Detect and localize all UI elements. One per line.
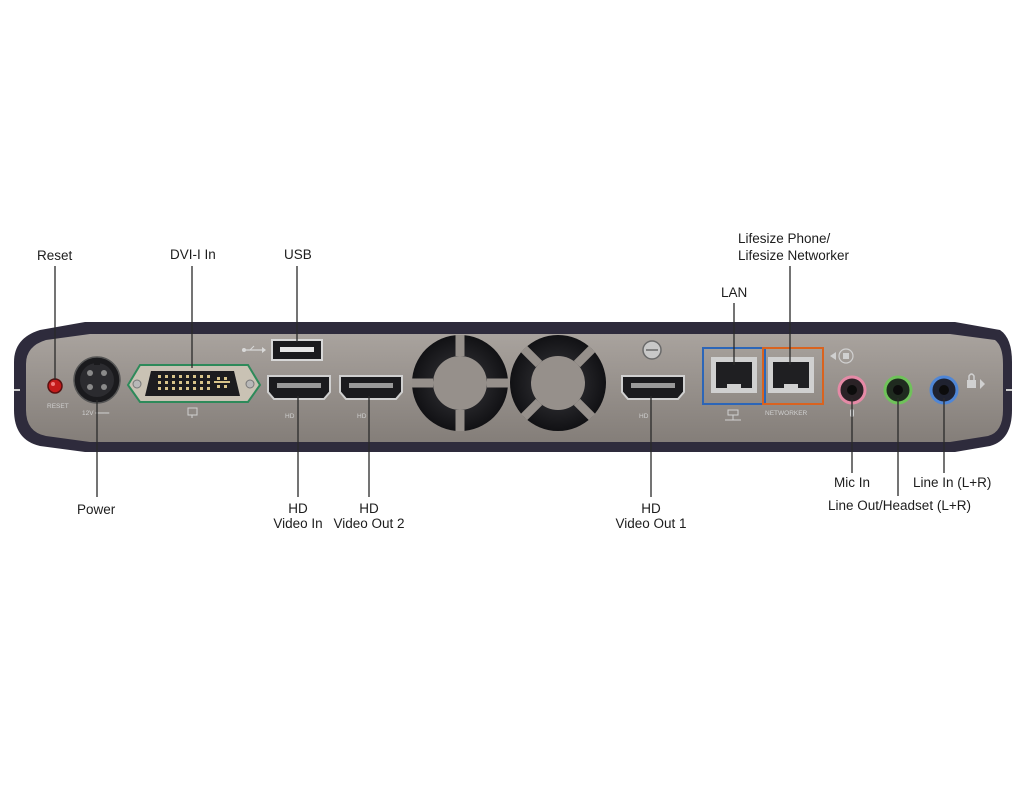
usb-icon [242, 345, 266, 353]
label-lifesize-phone: Lifesize Phone/ [738, 231, 831, 246]
cooling-fan-left [412, 335, 508, 431]
label-line-out-headset: Line Out/Headset (L+R) [828, 498, 971, 513]
dvi-port[interactable] [126, 364, 262, 403]
label-lan: LAN [721, 285, 748, 300]
reset-button[interactable] [47, 378, 63, 394]
label-hd-video-out-1-line1: HD [641, 501, 661, 516]
network-icon [725, 409, 741, 421]
label-hd-video-out-2-line2: Video Out 2 [333, 516, 405, 531]
lock-icon [967, 373, 985, 389]
hdmi-port-video-in[interactable] [267, 375, 331, 400]
callout-leaders [54, 266, 945, 497]
label-hd-video-in-line1: HD [288, 501, 308, 516]
hdmi-in-mark: HD [285, 413, 295, 420]
label-hd-video-out-2-line1: HD [359, 501, 379, 516]
label-reset: Reset [37, 248, 73, 263]
label-dvi-in: DVI-I In [170, 247, 216, 262]
cooling-fan-right [510, 335, 606, 431]
hdmi-out2-mark: HD [357, 413, 367, 420]
power-port[interactable] [73, 356, 121, 404]
label-lifesize-networker: Lifesize Networker [738, 248, 850, 263]
label-line-in: Line In (L+R) [913, 475, 992, 490]
display-icon [187, 407, 198, 418]
hdmi-out1-mark: HD [639, 413, 649, 420]
reset-mark: RESET [47, 403, 69, 410]
hdmi-port-video-out-1[interactable] [621, 375, 685, 400]
usb-port[interactable] [271, 339, 323, 361]
hdmi-port-video-out-2[interactable] [339, 375, 403, 400]
label-hd-video-out-1-line2: Video Out 1 [615, 516, 687, 531]
networker-mark: NETWORKER [765, 410, 808, 417]
label-mic-in: Mic In [834, 475, 871, 490]
line-out-jack[interactable] [883, 375, 913, 405]
label-power: Power [77, 502, 116, 517]
networker-port[interactable] [762, 347, 824, 405]
network-status-icon [830, 348, 854, 364]
ground-screw [642, 340, 662, 360]
power-mark: 12V ═══ [82, 410, 110, 417]
label-hd-video-in-line2: Video In [273, 516, 323, 531]
line-in-jack[interactable] [929, 375, 959, 405]
label-usb: USB [284, 247, 312, 262]
